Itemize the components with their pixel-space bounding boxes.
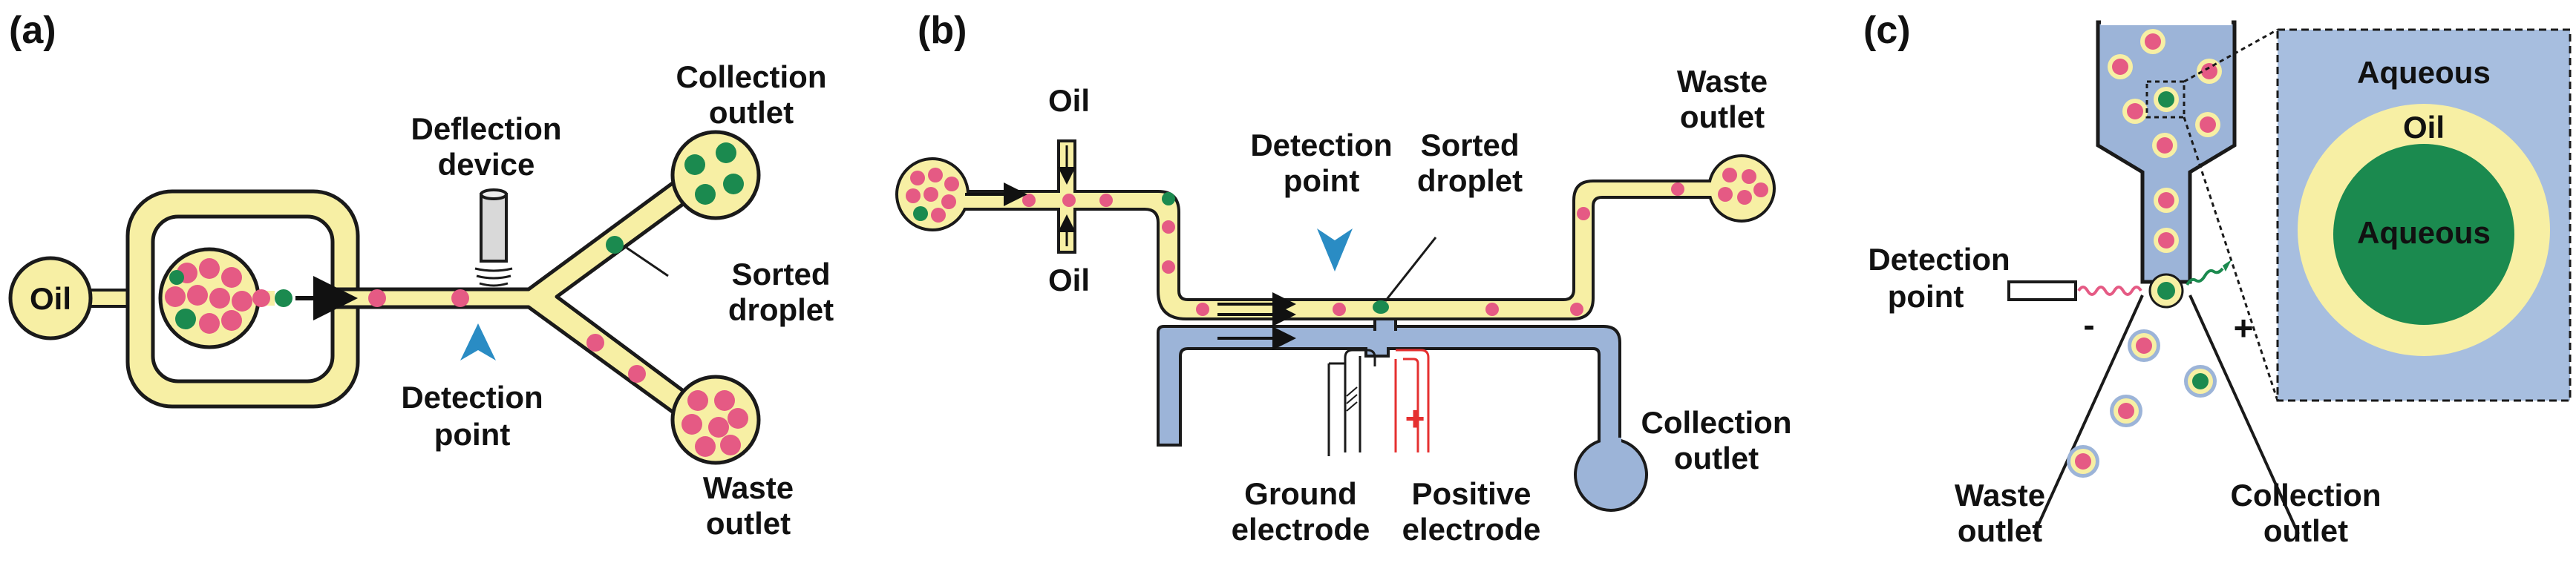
panel-c-label: (c) xyxy=(1863,9,1911,52)
collection-outlet-label-a-1: Collection xyxy=(676,59,826,94)
oil-top-label-b: Oil xyxy=(1048,83,1090,118)
detection-label-a-1: Detection xyxy=(401,380,543,415)
excitation-signal xyxy=(2077,286,2142,296)
ground-electrode xyxy=(1327,349,1376,456)
oil-label-a: Oil xyxy=(30,281,71,316)
ground-electrode-label-2: electrode xyxy=(1232,512,1370,547)
collection-outlet-label-b-2: outlet xyxy=(1674,441,1759,475)
panel-a-label: (a) xyxy=(9,9,56,52)
positive-sign-b: + xyxy=(1405,399,1425,438)
waste-outlet-label-b-1: Waste xyxy=(1677,64,1768,99)
panel-b-label: (b) xyxy=(918,9,967,52)
sorted-droplets-c xyxy=(2067,329,2217,478)
ground-electrode-label-1: Ground xyxy=(1244,476,1357,511)
collection-outlet-a xyxy=(670,130,761,220)
detection-label-c-2: point xyxy=(1888,279,1964,314)
detection-label-a-2: point xyxy=(434,417,511,452)
inset-aqueous-core xyxy=(2333,144,2514,325)
inset-aqueous-inner-label: Aqueous xyxy=(2357,215,2491,250)
plus-sign-c: + xyxy=(2234,309,2254,347)
collection-outlet-b xyxy=(1574,438,1648,512)
waste-outlet-label-c-2: outlet xyxy=(1958,513,2042,548)
detection-label-b-2: point xyxy=(1284,163,1360,198)
minus-sign-c: - xyxy=(2083,306,2094,344)
sorted-droplet-label-a-1: Sorted xyxy=(731,257,830,292)
collection-wall xyxy=(2188,294,2300,535)
collection-outlet-label-c-2: outlet xyxy=(2263,513,2348,548)
sorted-droplet-label-a-2: droplet xyxy=(728,292,834,327)
panel-c: (c) xyxy=(1863,9,2572,548)
deflection-label-1: Deflection xyxy=(411,111,561,146)
collection-outlet-label-a-2: outlet xyxy=(709,95,794,130)
sorted-droplet-label-b-2: droplet xyxy=(1417,163,1523,198)
sorted-leader-b xyxy=(1384,237,1437,302)
deflection-label-2: device xyxy=(438,147,535,182)
inset-selector-box xyxy=(2145,80,2186,119)
panel-a: (a) Oil xyxy=(8,9,834,541)
waste-outlet-a xyxy=(670,375,761,465)
positive-electrode-label-2: electrode xyxy=(1402,512,1541,547)
inset-oil-label: Oil xyxy=(2403,110,2445,145)
waste-outlet-label-c-1: Waste xyxy=(1955,478,2045,513)
inset-connector-bottom xyxy=(2183,116,2279,401)
inset-panel: Aqueous Oil Aqueous xyxy=(2276,28,2572,402)
detection-arrowhead-a xyxy=(460,323,496,360)
waste-outlet-label-a-1: Waste xyxy=(703,470,794,505)
waste-wall xyxy=(2033,294,2144,535)
detection-label-b-1: Detection xyxy=(1250,128,1392,162)
oil-inlet-a: Oil xyxy=(8,256,129,340)
emission-signal xyxy=(2186,267,2224,286)
positive-electrode: + xyxy=(1394,349,1430,452)
waste-outlet-label-b-2: outlet xyxy=(1680,99,1765,134)
waste-outlet-b xyxy=(1704,154,1776,223)
droplet-reservoir-a xyxy=(158,247,275,349)
main-channel-a xyxy=(330,174,699,421)
funnel-droplets xyxy=(2108,29,2222,253)
sorted-droplet-label-b-1: Sorted xyxy=(1420,128,1519,162)
collection-outlet-label-b-1: Collection xyxy=(1641,405,1791,440)
collection-outlet-label-c-1: Collection xyxy=(2230,478,2381,513)
inset-aqueous-outer-label: Aqueous xyxy=(2357,55,2491,90)
droplet-reservoir-b xyxy=(895,157,971,231)
deflection-device xyxy=(474,188,513,287)
oil-bottom-label-b: Oil xyxy=(1048,263,1090,297)
detection-arrowhead-b xyxy=(1317,228,1353,271)
detection-label-c-1: Detection xyxy=(1868,242,2010,277)
detector-box xyxy=(2007,280,2077,301)
sorted-leader-a xyxy=(626,246,669,277)
electrode-channel xyxy=(1157,325,1621,447)
panel-b: (b) + xyxy=(895,9,1792,547)
positive-electrode-label-1: Positive xyxy=(1411,476,1531,511)
channel-droplets-b xyxy=(1022,182,1684,316)
inset-connector-top xyxy=(2183,28,2278,83)
channel-droplets-a xyxy=(252,236,646,383)
waste-outlet-label-a-2: outlet xyxy=(706,506,791,541)
main-channel-b xyxy=(961,180,1713,320)
